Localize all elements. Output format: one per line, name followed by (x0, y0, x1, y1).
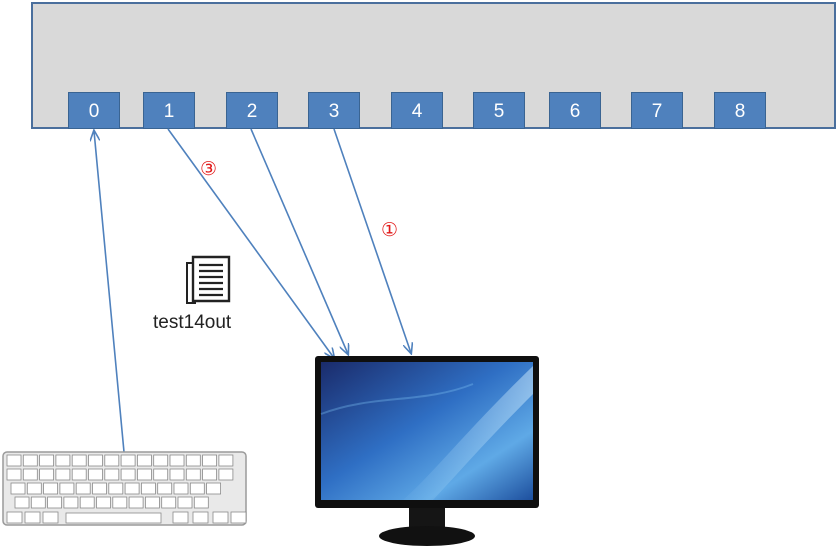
fd-slot-4: 4 (391, 92, 443, 129)
fd-slot-7: 7 (631, 92, 683, 129)
arrow-fd2-to-monitor (250, 128, 348, 354)
fd-slot-3: 3 (308, 92, 360, 129)
fd-slot-6: 6 (549, 92, 601, 129)
document-icon (186, 255, 231, 304)
arrow-keyboard-to-fd0 (94, 131, 125, 453)
monitor-icon (315, 356, 539, 546)
fd-slot-1: 1 (143, 92, 195, 129)
step-marker-first: ① (381, 220, 399, 241)
fd-slot-8: 8 (714, 92, 766, 129)
step-marker-third: ③ (200, 159, 218, 180)
file-label: test14out (153, 312, 232, 333)
keyboard-icon (2, 451, 247, 526)
arrow-fd3-to-monitor (333, 128, 411, 353)
fd-slot-2: 2 (226, 92, 278, 129)
fd-slot-5: 5 (473, 92, 525, 129)
fd-slot-0: 0 (68, 92, 120, 129)
arrow-fd1-to-monitor (167, 128, 334, 358)
